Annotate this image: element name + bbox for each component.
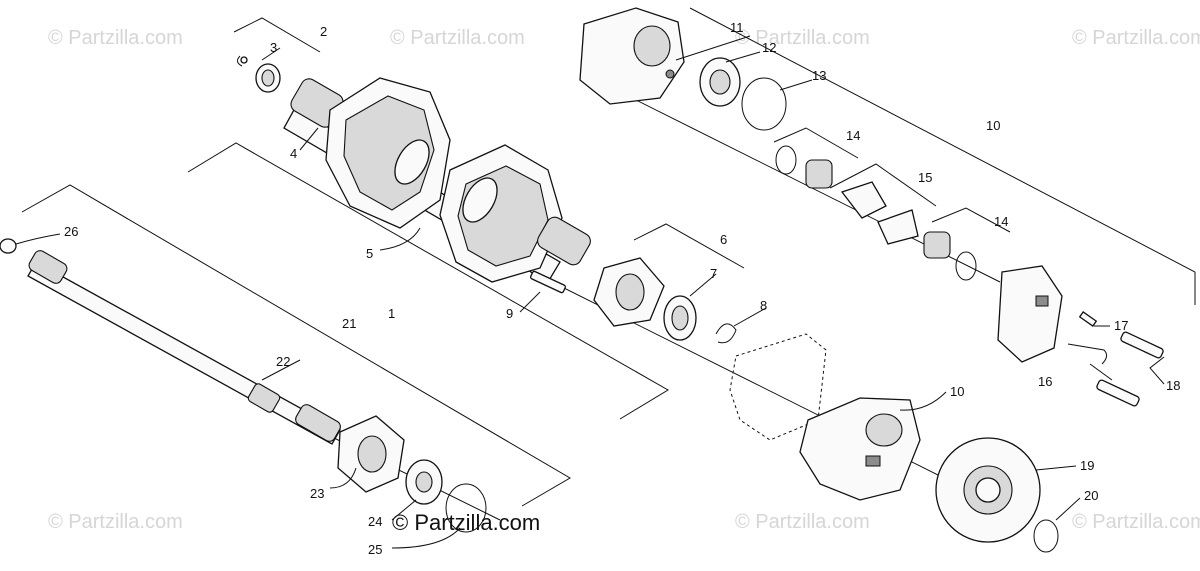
drive-axle bbox=[283, 77, 591, 283]
partzilla-logo: © Partzilla.com bbox=[392, 510, 540, 535]
callout-18: 18 bbox=[1166, 378, 1180, 393]
caliper-half bbox=[997, 265, 1063, 363]
jackshaft bbox=[0, 238, 341, 445]
callout-2: 2 bbox=[320, 24, 327, 39]
callout-20: 20 bbox=[1084, 488, 1098, 503]
callout-10-upper: 10 bbox=[986, 118, 1000, 133]
bolt-part bbox=[530, 270, 566, 294]
watermark: © Partzilla.com bbox=[1072, 27, 1200, 49]
callout-11: 11 bbox=[730, 20, 744, 35]
callout-21: 21 bbox=[342, 316, 356, 331]
pins bbox=[1067, 311, 1164, 407]
callout-6: 6 bbox=[720, 232, 727, 247]
callout-22: 22 bbox=[276, 354, 290, 369]
brake-disc bbox=[935, 437, 1041, 543]
brake-pads bbox=[775, 145, 977, 281]
watermark: © Partzilla.com bbox=[1072, 511, 1200, 533]
watermark: © Partzilla.com bbox=[735, 511, 870, 533]
callout-13: 13 bbox=[812, 68, 826, 83]
callout-14-lower: 14 bbox=[994, 214, 1008, 229]
callout-23: 23 bbox=[310, 486, 324, 501]
callout-3: 3 bbox=[270, 40, 277, 55]
watermarks: © Partzilla.com © Partzilla.com © Partzi… bbox=[48, 27, 1200, 533]
callout-16: 16 bbox=[1038, 374, 1052, 389]
bearing-upper bbox=[699, 57, 787, 131]
callout-8: 8 bbox=[760, 298, 767, 313]
leader-lines bbox=[15, 35, 1113, 549]
callout-9: 9 bbox=[506, 306, 513, 321]
callout-17: 17 bbox=[1114, 318, 1128, 333]
watermark: © Partzilla.com bbox=[735, 27, 870, 49]
watermark: © Partzilla.com bbox=[48, 27, 183, 49]
callout-10-lower: 10 bbox=[950, 384, 964, 399]
callout-19: 19 bbox=[1080, 458, 1094, 473]
bearing-housing-part bbox=[593, 257, 737, 344]
callout-12: 12 bbox=[762, 40, 776, 55]
callout-7: 7 bbox=[710, 266, 717, 281]
seal-part bbox=[236, 55, 281, 93]
callout-14-upper: 14 bbox=[846, 128, 860, 143]
snap-ring bbox=[1033, 519, 1059, 553]
callout-26: 26 bbox=[64, 224, 78, 239]
callout-24: 24 bbox=[368, 514, 382, 529]
callouts: 2 3 4 5 1 6 7 8 9 10 10 11 12 13 14 15 1… bbox=[64, 20, 1180, 557]
callout-1: 1 bbox=[388, 306, 395, 321]
brake-caliper-lower bbox=[799, 397, 921, 501]
brake-caliper-upper bbox=[579, 7, 685, 105]
callout-4: 4 bbox=[290, 146, 297, 161]
callout-15: 15 bbox=[918, 170, 932, 185]
callout-25: 25 bbox=[368, 542, 382, 557]
watermark: © Partzilla.com bbox=[390, 27, 525, 49]
watermark: © Partzilla.com bbox=[48, 511, 183, 533]
callout-5: 5 bbox=[366, 246, 373, 261]
gasket-part bbox=[729, 333, 827, 441]
